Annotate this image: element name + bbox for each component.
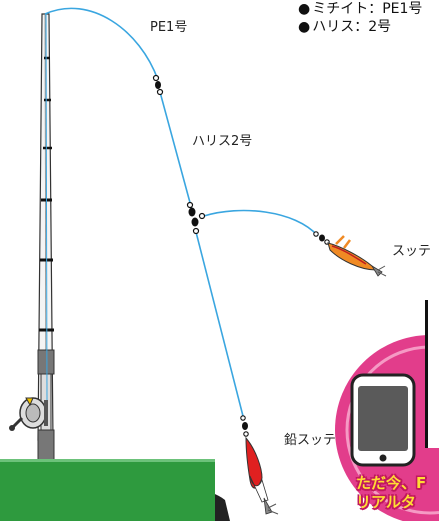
spec-main-line: ●ミチイト：PE1号: [298, 0, 422, 18]
qr-code-edge: [425, 300, 439, 448]
swivel-branch: [313, 231, 330, 245]
green-footer-bar: [0, 459, 215, 521]
leader-label: ハリス2号: [192, 134, 253, 149]
lead-sutte-lure: [245, 436, 279, 515]
swivel-bottom: [240, 415, 249, 437]
bottom-lure-label: 鉛スッテ: [284, 433, 337, 448]
lower-leader-line: [195, 231, 245, 421]
promo-banner-line-2: リアルタ: [356, 493, 416, 511]
promo-banner-text: ただ今、F リアルタ: [356, 474, 439, 512]
spec-leader: ●ハリス：2号: [298, 18, 391, 36]
squid-jig-lure: [327, 235, 387, 277]
spec-bullet: ●: [298, 19, 311, 35]
upper-leader-line: [159, 91, 193, 211]
main-line: [44, 7, 159, 81]
triple-swivel: [186, 201, 206, 235]
promo-banner-line-1: ただ今、F: [356, 474, 427, 492]
branch-lure-label: スッテ: [392, 244, 432, 259]
spec-main-line-text: ミチイト：PE1号: [312, 1, 423, 17]
line-along-rod: [45, 13, 48, 401]
smartphone-icon: [350, 373, 416, 467]
spec-leader-text: ハリス：2号: [312, 19, 392, 35]
fishing-reel: [9, 397, 48, 431]
main-line-label: PE1号: [150, 20, 188, 35]
swivel-upper: [152, 74, 164, 96]
spec-bullet: ●: [298, 1, 311, 17]
branch-line: [203, 209, 319, 237]
